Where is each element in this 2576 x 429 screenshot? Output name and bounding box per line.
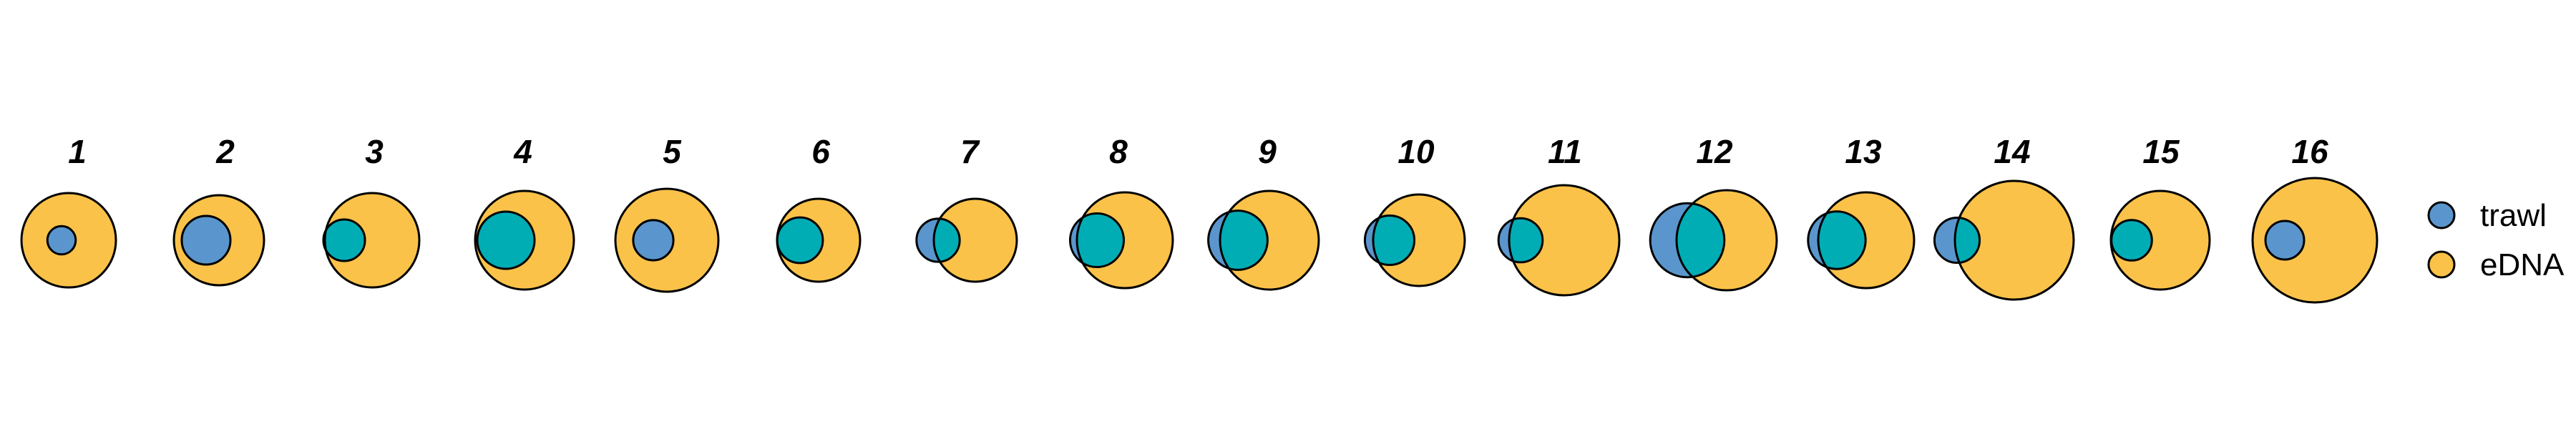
edna-outline xyxy=(1219,189,1320,291)
trawl-outline xyxy=(776,216,824,265)
overlap-region xyxy=(2111,220,2152,261)
trawl-outline xyxy=(1649,202,1726,279)
edna-circle xyxy=(1955,181,2074,300)
legend-trawl-label: trawl xyxy=(2480,198,2547,233)
edna-outline xyxy=(1675,189,1778,292)
trawl-outline xyxy=(632,219,675,262)
venn-panel-1: 1 xyxy=(20,133,117,289)
trawl-outline xyxy=(1068,212,1126,269)
venn-panel-3: 3 xyxy=(322,133,421,289)
edna-outline xyxy=(932,197,1018,283)
venn-panel-2: 2 xyxy=(172,133,265,287)
edna-circle xyxy=(325,193,419,287)
legend-edna-label: eDNA xyxy=(2480,247,2565,282)
legend-edna-swatch xyxy=(2427,250,2456,279)
venn-panel-10: 10 xyxy=(1363,133,1466,287)
trawl-outline xyxy=(1207,209,1269,271)
panel-label: 4 xyxy=(513,133,532,170)
overlap-region xyxy=(777,217,823,263)
panel-label: 13 xyxy=(1845,133,1882,170)
trawl-outline xyxy=(322,218,366,262)
trawl-outline xyxy=(1363,214,1416,267)
overlap-region xyxy=(1818,211,1866,270)
edna-outline xyxy=(474,189,575,291)
venn-panel-6: 6 xyxy=(776,133,862,283)
venn-panel-13: 13 xyxy=(1807,133,1916,290)
trawl-outline xyxy=(915,217,961,263)
edna-outline xyxy=(1075,191,1174,290)
panel-label: 3 xyxy=(365,133,384,170)
venn-panel-7: 7 xyxy=(915,133,1018,283)
venn-panel-16: 16 xyxy=(2251,133,2379,304)
trawl-circle xyxy=(633,220,674,261)
overlap-region xyxy=(477,211,535,270)
edna-circle xyxy=(2253,178,2377,302)
trawl-outline xyxy=(2110,219,2153,262)
panel-label: 8 xyxy=(1109,133,1128,170)
venn-panel-4: 4 xyxy=(474,133,575,291)
trawl-circle xyxy=(2265,221,2304,260)
edna-outline xyxy=(2251,177,2379,304)
edna-circle xyxy=(2111,191,2210,290)
legend-trawl-swatch xyxy=(2427,201,2456,230)
overlap-region xyxy=(325,219,366,262)
venn-panel-14: 14 xyxy=(1933,133,2075,301)
panel-label: 6 xyxy=(811,133,830,170)
panel-label: 11 xyxy=(1548,133,1582,170)
panel-label: 5 xyxy=(663,133,682,170)
edna-outline xyxy=(614,187,720,293)
edna-circle xyxy=(1509,185,1619,295)
trawl-outline xyxy=(46,225,77,256)
panel-label: 12 xyxy=(1696,133,1733,170)
edna-outline xyxy=(1953,179,2075,301)
edna-circle xyxy=(934,199,1017,282)
edna-outline xyxy=(20,192,117,289)
overlap-region xyxy=(1955,217,1980,263)
venn-panel-15: 15 xyxy=(2109,133,2211,291)
overlap-region xyxy=(1677,203,1724,277)
overlap-region xyxy=(1373,215,1415,265)
venn-panel-11: 11 xyxy=(1497,133,1621,297)
trawl-outline xyxy=(476,210,536,270)
overlap-region xyxy=(934,218,960,262)
trawl-circle xyxy=(181,215,231,265)
panel-label: 10 xyxy=(1397,133,1435,170)
venn-panel-12: 12 xyxy=(1649,133,1778,292)
panel-label: 14 xyxy=(1994,133,2030,170)
edna-outline xyxy=(323,192,421,289)
trawl-outline xyxy=(180,214,232,266)
overlap-region xyxy=(1077,213,1124,267)
panel-label: 16 xyxy=(2291,133,2328,170)
trawl-outline xyxy=(1497,217,1544,264)
edna-outline xyxy=(1817,191,1916,290)
edna-outline xyxy=(1372,193,1466,287)
panel-label: 1 xyxy=(68,133,87,170)
venn-panel-9: 9 xyxy=(1207,133,1320,291)
edna-outline xyxy=(1508,184,1621,297)
trawl-outline xyxy=(1807,210,1867,270)
panel-label: 9 xyxy=(1258,133,1277,170)
venn-panel-5: 5 xyxy=(614,133,720,293)
venn-panel-8: 8 xyxy=(1068,133,1174,290)
trawl-outline xyxy=(1933,216,1981,265)
legend: trawl eDNA xyxy=(2427,198,2565,282)
trawl-outline xyxy=(2264,220,2306,261)
panel-label: 2 xyxy=(215,133,235,170)
trawl-circle xyxy=(47,226,76,255)
edna-outline xyxy=(172,194,265,287)
panel-label: 15 xyxy=(2142,133,2180,170)
panel-label: 7 xyxy=(960,133,980,170)
